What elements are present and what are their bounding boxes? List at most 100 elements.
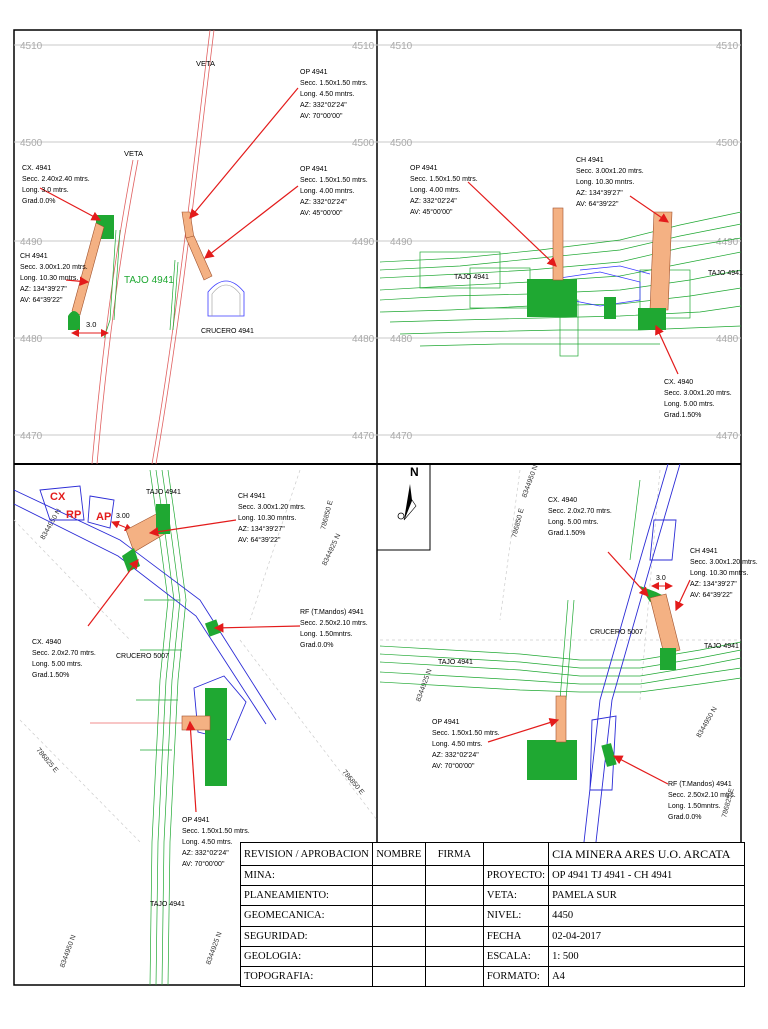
cx-4941-block (527, 279, 577, 317)
coord-label: 8344925 N (205, 931, 223, 966)
ap-label: AP (96, 511, 111, 523)
coord-label: 8344950 N (59, 934, 77, 969)
grid-label: 4480 (20, 334, 43, 345)
rp-label: RP (66, 509, 81, 521)
north-arrow-box (376, 463, 431, 551)
tajo-label: TAJO 4941 (438, 659, 473, 666)
tajo-label: TAJO 4941 (150, 901, 185, 908)
crucero-label: CRUCERO 5007 (116, 653, 169, 660)
op-4941-block (205, 688, 227, 786)
field-key: VETA: (482, 885, 550, 907)
grid-label: 4500 (390, 138, 413, 149)
ch-4941-raise (649, 211, 673, 311)
dimension-label: 3.0 (86, 320, 96, 329)
ch-4941-raise (649, 593, 681, 655)
coord-label: 8344950 N (696, 706, 719, 739)
panel-plan-left: 8344950 N 786850 E 8344925 N 786825 E 78… (13, 469, 378, 986)
grid-label: 4500 (716, 138, 739, 149)
grid-label: 4480 (390, 334, 413, 345)
grid-label: 4510 (20, 41, 43, 52)
cx-4941-block (660, 648, 676, 670)
op-4941-raise (552, 207, 564, 281)
panel-section-right: 4510 4510 4500 4500 4490 4490 4480 4480 … (377, 41, 743, 442)
coord-label: 786850 E (511, 507, 526, 538)
grid-label: 4510 (716, 41, 739, 52)
op-4941-lower (185, 235, 213, 281)
panel-plan-right: N 8344950 N 786850 E 8344925 N 8344950 N… (376, 463, 758, 843)
grid-label: 4500 (352, 138, 375, 149)
header-firma: FIRMA (424, 841, 484, 867)
tajo-label: TAJO 4941 (704, 643, 739, 650)
crucero-label: CRUCERO 4941 (201, 328, 254, 335)
field-key: FORMATO: (482, 965, 550, 988)
cx-base-block (68, 311, 80, 330)
grid-label: 4470 (390, 431, 413, 442)
field-value: A4 (548, 965, 745, 988)
field-value: 1: 500 (548, 945, 745, 967)
tajo-label: TAJO 4941 (454, 274, 489, 281)
header-nombre: NOMBRE (371, 841, 426, 867)
grid-label: 4480 (352, 334, 375, 345)
grid-label: 4500 (20, 138, 43, 149)
op-4941-block (527, 740, 577, 780)
field-value: PAMELA SUR (548, 885, 745, 907)
row-label: SEGURIDAD: (240, 925, 373, 947)
row-label: MINA: (240, 865, 373, 887)
coord-label: 8344925 N (415, 668, 433, 703)
grid-label: 4470 (352, 431, 375, 442)
grid-label: 4480 (716, 334, 739, 345)
field-key: NIVEL: (482, 905, 550, 927)
field-value: 4450 (548, 905, 745, 927)
rf-block (601, 743, 617, 767)
cx-4940-block (638, 308, 666, 330)
grid-label: 4510 (390, 41, 413, 52)
cx-4941-block (156, 504, 170, 534)
north-label: N (410, 465, 419, 479)
field-value: OP 4941 TJ 4941 - CH 4941 (548, 865, 745, 887)
dimension-label: 3.00 (116, 513, 130, 520)
coord-label: 8344925 N (321, 533, 342, 567)
coord-label: 786850 E (320, 499, 335, 530)
grid-label: 4490 (716, 237, 739, 248)
north-arrow-icon (397, 484, 417, 521)
header-revision: REVISION / APROBACION (240, 841, 373, 867)
dimension-label: 3.0 (656, 575, 666, 582)
op-4941-raise (181, 715, 211, 731)
coord-label: 786825 E (34, 747, 59, 775)
field-key: PROYECTO: (482, 865, 550, 887)
cx-label: CX (50, 491, 66, 503)
field-key: ESCALA: (482, 945, 550, 967)
coord-label: 8344950 N (521, 464, 539, 499)
title-block: REVISION / APROBACION NOMBRE FIRMA CIA M… (240, 841, 745, 988)
row-label: TOPOGRAFIA: (240, 965, 373, 988)
row-label: GEOLOGIA: (240, 945, 373, 967)
coord-label: 786850 E (340, 769, 365, 797)
field-key: FECHA (482, 925, 550, 947)
panel-section-left: 4510 4510 4500 4500 4490 4490 4480 4480 … (14, 29, 377, 465)
row-label: GEOMECANICA: (240, 905, 373, 927)
grid-label: 4490 (390, 237, 413, 248)
veta-label: VETA (124, 149, 143, 158)
tajo-label: TAJO 4941 (124, 275, 174, 286)
grid-label: 4510 (352, 41, 375, 52)
row-label: PLANEAMIENTO: (240, 885, 373, 907)
grid-label: 4490 (352, 237, 375, 248)
crucero-4941-outline (207, 280, 245, 317)
coord-label: 8344950 N (40, 508, 63, 541)
